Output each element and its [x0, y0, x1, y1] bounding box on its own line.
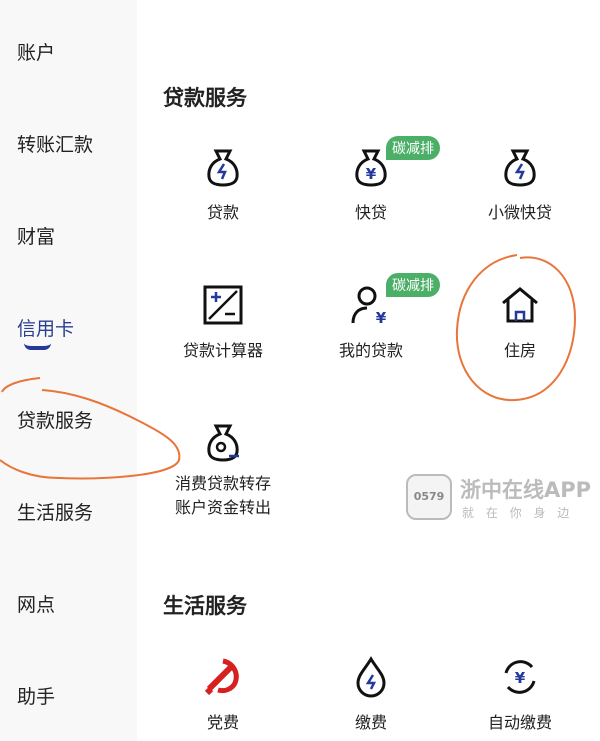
tile-label: 我的贷款: [338, 341, 403, 360]
tile-micro-loan[interactable]: 小微快贷: [450, 145, 590, 225]
tile-my-loans[interactable]: ¥ 我的贷款: [301, 283, 441, 363]
tile-label: 小微快贷: [487, 203, 552, 222]
loan-section-title: 贷款服务: [163, 86, 247, 110]
water-drop-icon: [356, 656, 386, 698]
sidebar: 账户 转账汇款 财富 信用卡 贷款服务 生活服务 网点 助手: [0, 0, 137, 741]
tile-label-line1: 消费贷款转存: [174, 474, 271, 493]
tile-consumer-loan-transfer[interactable]: 消费贷款转存账户资金转出: [153, 420, 293, 520]
tile-label: 党费: [206, 713, 239, 732]
carbon-badge: 碳减排: [386, 273, 440, 297]
active-indicator: [24, 343, 51, 350]
tile-label: 快贷: [354, 203, 387, 222]
life-section-title: 生活服务: [163, 594, 247, 618]
house-icon: [502, 287, 538, 323]
tile-quick-loan[interactable]: ¥ 快贷: [301, 145, 441, 225]
svg-text:¥: ¥: [366, 165, 377, 183]
main-content: 贷款服务 贷款 ¥ 快贷 碳减排 小微快贷 贷款计算器 ¥ 我的贷款 碳减排 住…: [137, 0, 600, 741]
lightning-bag-icon: [504, 149, 536, 187]
party-emblem-icon: [204, 658, 239, 696]
loan-bag-icon: [207, 149, 239, 187]
user-yuan-icon: ¥: [351, 286, 387, 327]
watermark-logo: 0579: [406, 474, 452, 520]
sidebar-item-account[interactable]: 账户: [17, 42, 56, 64]
tile-label: 贷款: [206, 203, 239, 222]
tile-label: 自动缴费: [487, 713, 552, 732]
tile-payment[interactable]: 缴费: [301, 655, 441, 735]
tile-label: 住房: [503, 341, 536, 360]
watermark-subtitle: 就 在 你 身 边: [462, 506, 574, 520]
auto-pay-icon: ¥: [504, 660, 536, 694]
tile-housing[interactable]: 住房: [450, 283, 590, 363]
carbon-badge: 碳减排: [386, 136, 440, 160]
sidebar-item-life[interactable]: 生活服务: [17, 502, 94, 524]
svg-text:¥: ¥: [515, 669, 526, 687]
tile-party-fee[interactable]: 党费: [153, 655, 293, 735]
tile-label-line2: 账户资金转出: [174, 498, 271, 517]
transfer-bag-icon: [207, 424, 239, 462]
sidebar-item-wealth[interactable]: 财富: [17, 226, 56, 248]
calculator-icon: [203, 285, 243, 325]
watermark-title: 浙中在线APP: [460, 478, 592, 502]
sidebar-item-assistant[interactable]: 助手: [17, 686, 56, 708]
watermark: 0579 浙中在线APP 就 在 你 身 边: [404, 470, 600, 530]
tile-loan-calculator[interactable]: 贷款计算器: [153, 283, 293, 363]
yuan-bag-icon: ¥: [355, 149, 387, 187]
sidebar-item-loan[interactable]: 贷款服务: [17, 410, 94, 432]
svg-text:¥: ¥: [376, 309, 387, 327]
tile-label: 缴费: [354, 713, 387, 732]
tile-loan[interactable]: 贷款: [153, 145, 293, 225]
tile-label: 贷款计算器: [182, 341, 263, 360]
sidebar-item-transfer[interactable]: 转账汇款: [17, 134, 94, 156]
tile-auto-pay[interactable]: ¥ 自动缴费: [450, 655, 590, 735]
sidebar-item-branch[interactable]: 网点: [17, 594, 56, 616]
tile-label: 消费贷款转存账户资金转出: [153, 472, 293, 520]
sidebar-item-credit-card[interactable]: 信用卡: [17, 318, 75, 340]
